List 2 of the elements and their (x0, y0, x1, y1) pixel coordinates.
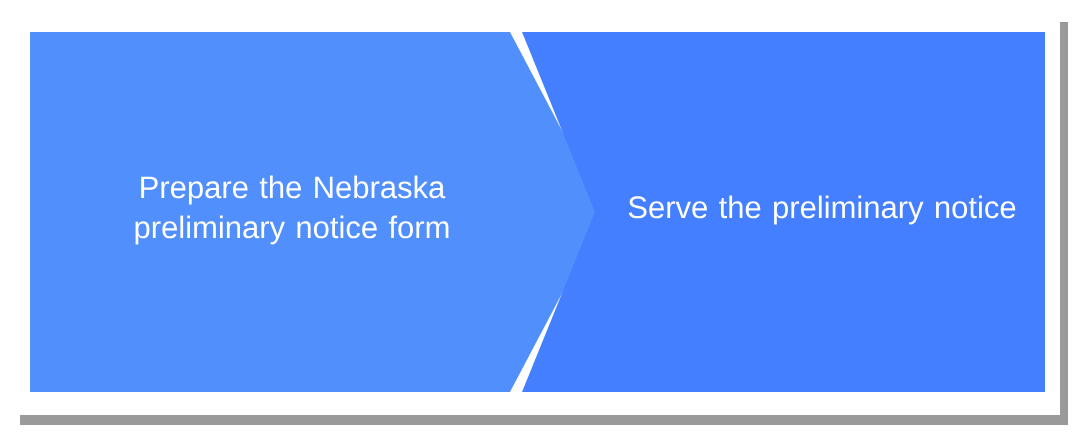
chevron-box: Prepare the Nebraska preliminary notice form (30, 32, 605, 392)
chevron-box: Serve the preliminary notice (522, 32, 1045, 392)
